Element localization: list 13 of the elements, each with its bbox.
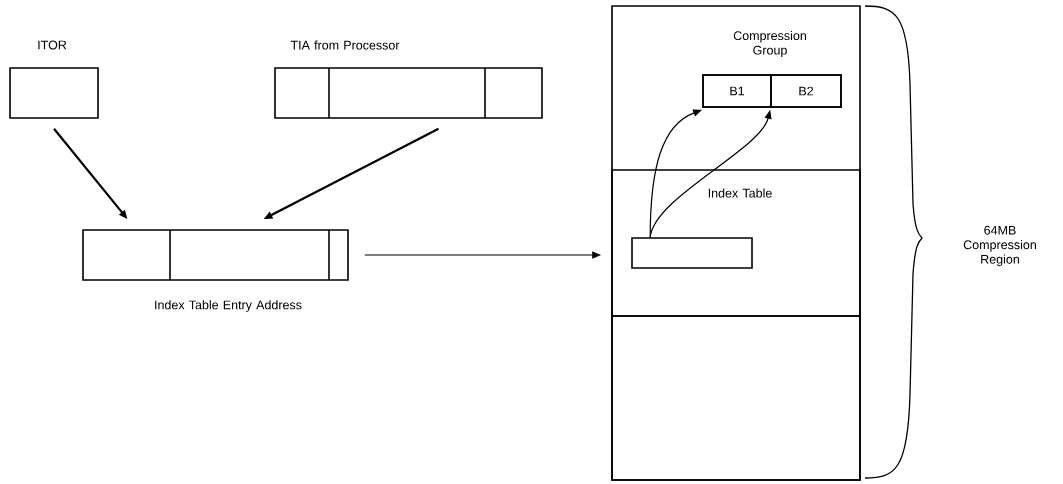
register-box: ITOR — [9, 40, 99, 119]
node-label: ITOR — [38, 40, 67, 50]
register-box: TIA from Processor — [274, 40, 543, 119]
memory-section-box — [611, 315, 861, 481]
index-entry-box — [631, 237, 753, 269]
block-cell: B1 — [702, 74, 772, 108]
node-label: TIA from Processor — [290, 40, 400, 50]
region-label: 64MB Compression Region — [963, 225, 1036, 267]
index-table-section: Index Table — [611, 169, 861, 317]
block-cell: B2 — [770, 74, 842, 108]
node-label: Index Table Entry Address — [155, 300, 302, 312]
address-register-box: Index Table Entry Address — [82, 229, 349, 312]
node-label: Compression Group — [733, 30, 806, 58]
